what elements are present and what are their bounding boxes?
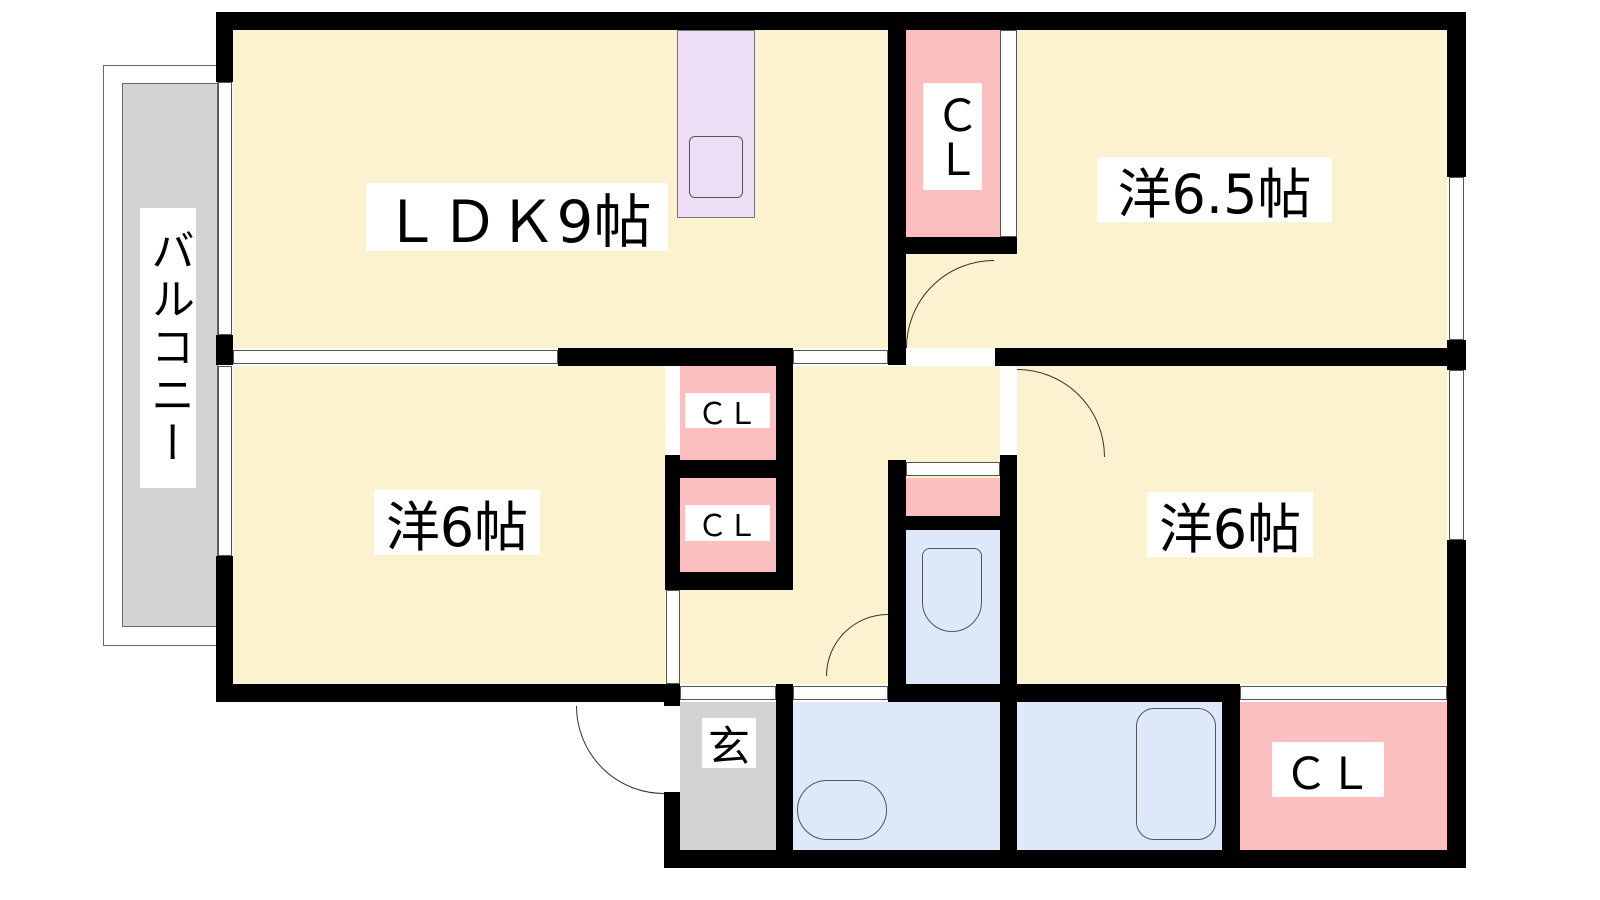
wall: [1000, 455, 1017, 850]
wall: [216, 556, 233, 702]
sliding-door: [1000, 30, 1017, 237]
toilet-storage: [906, 478, 1000, 516]
closet-hall-2-label: ＣＬ: [685, 505, 770, 544]
wall: [665, 460, 793, 478]
wall: [664, 792, 680, 868]
western-65-label: 洋6.5帖: [1097, 157, 1332, 226]
wall: [1447, 340, 1466, 370]
window: [1449, 370, 1464, 540]
sliding-door: [233, 350, 558, 364]
sliding-door: [680, 686, 776, 700]
wall: [888, 460, 906, 702]
sliding-door: [1240, 686, 1447, 700]
entrance-label: 玄: [702, 718, 756, 771]
closet-bottom-right-label: ＣＬ: [1272, 742, 1384, 800]
closet-hall-1-label: ＣＬ: [685, 393, 770, 432]
sliding-door: [666, 590, 680, 684]
washbasin-icon: [797, 780, 887, 840]
wall: [1222, 684, 1240, 850]
wall: [216, 335, 233, 365]
wall: [776, 684, 793, 850]
wall: [776, 366, 793, 590]
wall: [1447, 540, 1466, 868]
closet-top-label: ＣＬ: [923, 83, 982, 190]
sliding-door: [793, 686, 888, 700]
western-6-left-label: 洋6帖: [374, 490, 540, 559]
western-6-right-label: 洋6帖: [1147, 492, 1313, 561]
sink-icon: [689, 136, 743, 198]
washroom: [793, 702, 1000, 850]
wall: [665, 572, 793, 590]
window: [218, 82, 232, 335]
window: [218, 366, 232, 556]
window: [1449, 177, 1464, 340]
wall: [558, 348, 793, 366]
wall: [216, 12, 1466, 30]
bathroom: [1017, 702, 1222, 850]
wall: [906, 516, 1000, 530]
ldk-label: ＬＤＫ9帖: [366, 183, 668, 256]
sliding-door: [793, 350, 888, 364]
wall: [664, 850, 1466, 868]
toilet-icon: [922, 548, 982, 632]
bathtub-icon: [1136, 708, 1216, 840]
wall: [888, 684, 1240, 702]
wall: [1447, 12, 1466, 177]
wall: [995, 348, 1447, 366]
balcony-label: バルコニー: [140, 208, 196, 488]
wall: [216, 12, 233, 82]
sliding-door: [906, 462, 1000, 476]
wall: [665, 455, 680, 590]
wall: [906, 237, 1017, 254]
wall: [888, 30, 906, 365]
wall: [216, 684, 680, 702]
wall: [664, 684, 680, 706]
